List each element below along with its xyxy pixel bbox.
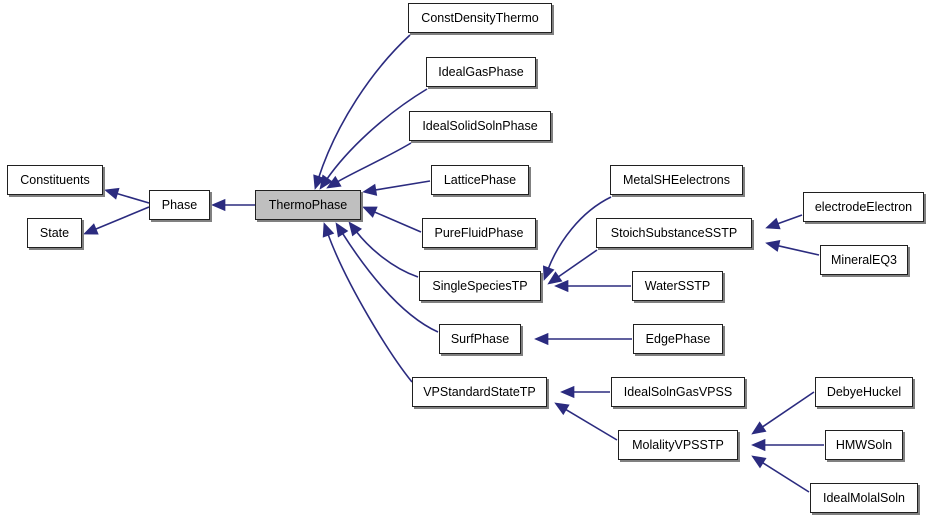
edge-phase-to-constituents [115,192,150,204]
arrowhead-purefluidphase-to-thermophase [362,206,378,218]
class-node-label: VPStandardStateTP [423,384,536,399]
class-node-label: ThermoPhase [268,197,348,212]
edge-idealmolalsoln-to-molalityvpsstp [760,461,810,493]
class-node-label: MolalityVPSSTP [632,437,724,452]
class-node-idealsolngasvpss[interactable]: IdealSolnGasVPSS [611,377,745,407]
class-node-molalityvpsstp[interactable]: MolalityVPSSTP [618,430,738,460]
arrowhead-vpstandardstatetp-to-thermophase [322,222,335,238]
arrowhead-phase-to-state [83,223,99,235]
class-node-label: IdealGasPhase [438,64,524,79]
class-node-label: IdealSolidSolnPhase [422,118,538,133]
edge-latticephase-to-thermophase [373,180,431,192]
arrowhead-constdensitythermo-to-thermophase [313,174,325,190]
edge-constdensitythermo-to-thermophase [317,34,411,179]
arrowhead-thermophase-to-phase [211,198,226,212]
edge-metalsheelectrons-to-singlespeciestp [547,196,612,270]
class-node-idealmolalsoln[interactable]: IdealMolalSoln [810,483,918,513]
edge-stoichsubstancesstp-to-singlespeciestp [556,249,598,279]
class-node-edgephase[interactable]: EdgePhase [633,324,723,354]
class-node-label: StoichSubstanceSSTP [610,225,738,240]
class-node-idealgasphase[interactable]: IdealGasPhase [426,57,536,87]
arrowhead-molalityvpsstp-to-vpstandardstatetp [554,402,570,416]
class-node-state[interactable]: State [27,218,82,248]
class-node-label: Constituents [20,172,90,187]
class-node-label: SurfPhase [450,331,510,346]
class-node-idealsolidsolnphase[interactable]: IdealSolidSolnPhase [409,111,551,141]
arrowhead-idealgasphase-to-thermophase [319,174,333,190]
class-node-mineraleq3[interactable]: MineralEQ3 [820,245,908,275]
class-node-singlespeciestp[interactable]: SingleSpeciesTP [419,271,541,301]
edge-mineraleq3-to-stoichsubstancesstp [776,244,820,256]
class-node-vpstandardstatetp[interactable]: VPStandardStateTP [412,377,547,407]
class-node-debyehuckel[interactable]: DebyeHuckel [815,377,913,407]
class-node-stoichsubstancesstp[interactable]: StoichSubstanceSSTP [596,218,752,248]
arrowhead-latticephase-to-thermophase [362,183,378,196]
edge-idealsolidsolnphase-to-thermophase [336,142,412,184]
edges-group [83,34,824,493]
class-node-electrodeelectron[interactable]: electrodeElectron [803,192,924,222]
arrowhead-idealsolidsolnphase-to-thermophase [326,175,342,189]
edge-purefluidphase-to-thermophase [372,210,422,233]
class-node-label: electrodeElectron [814,199,913,214]
arrowhead-phase-to-constituents [104,187,120,200]
class-node-label: DebyeHuckel [826,384,902,399]
edge-molalityvpsstp-to-vpstandardstatetp [564,407,618,441]
edge-idealgasphase-to-thermophase [325,88,428,181]
class-node-label: IdealSolnGasVPSS [623,384,733,399]
arrowhead-surfphase-to-thermophase [335,222,349,238]
class-node-surfphase[interactable]: SurfPhase [439,324,521,354]
class-node-constdensitythermo[interactable]: ConstDensityThermo [408,3,552,33]
class-node-label: MetalSHEelectrons [623,172,730,187]
class-node-hmwsoln[interactable]: HMWSoln [825,430,903,460]
class-node-label: HMWSoln [835,437,893,452]
class-node-thermophase[interactable]: ThermoPhase [255,190,361,220]
class-node-metalsheelectrons[interactable]: MetalSHEelectrons [610,165,743,195]
edge-surfphase-to-thermophase [341,231,439,333]
arrowhead-singlespeciestp-to-thermophase [348,221,362,237]
class-node-label: MineralEQ3 [831,252,897,267]
class-node-label: Phase [161,197,198,212]
arrowhead-metalsheelectrons-to-singlespeciestp [542,265,555,281]
edge-phase-to-state [93,206,150,231]
arrowhead-idealmolalsoln-to-molalityvpsstp [751,455,767,469]
class-node-purefluidphase[interactable]: PureFluidPhase [422,218,536,248]
arrowhead-hmwsoln-to-molalityvpsstp [751,438,766,452]
class-node-constituents[interactable]: Constituents [7,165,103,195]
edge-debyehuckel-to-molalityvpsstp [760,391,815,429]
class-node-latticephase[interactable]: LatticePhase [431,165,529,195]
class-node-label: State [39,225,70,240]
arrowhead-mineraleq3-to-stoichsubstancesstp [765,239,781,252]
class-node-label: LatticePhase [443,172,517,187]
arrowhead-electrodeelectron-to-stoichsubstancesstp [765,217,781,230]
arrowhead-idealsolngasvpss-to-vpstandardstatetp [560,385,575,399]
class-node-label: SingleSpeciesTP [432,278,528,293]
class-node-label: PureFluidPhase [434,225,524,240]
arrowhead-watersstp-to-singlespeciestp [554,279,569,293]
edge-electrodeelectron-to-stoichsubstancesstp [776,214,803,226]
class-node-label: ConstDensityThermo [421,10,539,25]
edge-singlespeciestp-to-thermophase [355,230,419,278]
class-node-label: EdgePhase [645,331,711,346]
class-node-watersstp[interactable]: WaterSSTP [632,271,723,301]
class-node-label: IdealMolalSoln [823,490,905,505]
class-node-label: WaterSSTP [644,278,711,293]
class-node-phase[interactable]: Phase [149,190,210,220]
arrowhead-stoichsubstancesstp-to-singlespeciestp [547,271,563,285]
arrowhead-edgephase-to-surfphase [534,332,549,346]
arrowhead-debyehuckel-to-molalityvpsstp [751,421,767,435]
edge-vpstandardstatetp-to-thermophase [326,233,413,383]
